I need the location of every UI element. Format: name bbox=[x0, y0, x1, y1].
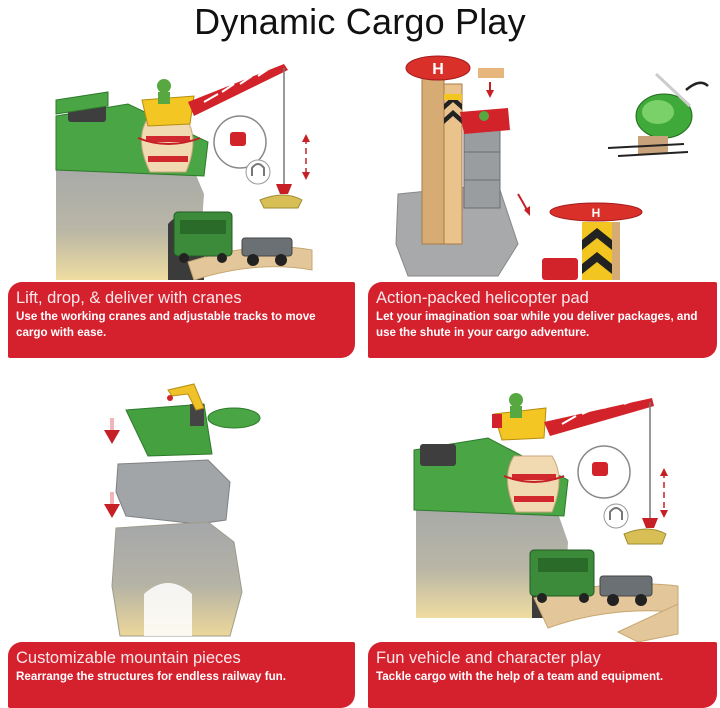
feature-banner-helicopter: Action-packed helicopter pad Let your im… bbox=[368, 282, 717, 358]
crane-mountain-image bbox=[55, 64, 313, 280]
feature-heading: Lift, drop, & deliver with cranes bbox=[16, 289, 242, 307]
svg-text:H: H bbox=[432, 61, 444, 78]
feature-banner-vehicles: Fun vehicle and character play Tackle ca… bbox=[368, 642, 717, 708]
svg-text:H: H bbox=[592, 206, 601, 220]
feature-heading: Customizable mountain pieces bbox=[16, 649, 241, 667]
panel-cranes: Lift, drop, & deliver with cranes Use th… bbox=[8, 44, 358, 360]
panel-mountain: Customizable mountain pieces Rearrange t… bbox=[8, 372, 358, 708]
feature-description: Let your imagination soar while you deli… bbox=[376, 310, 698, 339]
feature-banner-mountain: Customizable mountain pieces Rearrange t… bbox=[8, 642, 355, 708]
helicopter-pad-image: H H bbox=[395, 55, 709, 280]
vehicle-character-image bbox=[413, 393, 679, 642]
panel-vehicles: Fun vehicle and character play Tackle ca… bbox=[368, 372, 718, 708]
panel-helicopter: H H Action-packed helicopter pad Let you… bbox=[368, 44, 718, 360]
feature-banner-cranes: Lift, drop, & deliver with cranes Use th… bbox=[8, 282, 355, 358]
feature-description: Use the working cranes and adjustable tr… bbox=[16, 310, 316, 339]
feature-heading: Action-packed helicopter pad bbox=[376, 289, 589, 307]
mountain-pieces-image bbox=[104, 383, 261, 637]
feature-description: Rearrange the structures for endless rai… bbox=[16, 670, 286, 683]
feature-heading: Fun vehicle and character play bbox=[376, 649, 601, 667]
page-title: Dynamic Cargo Play bbox=[194, 1, 526, 42]
feature-description: Tackle cargo with the help of a team and… bbox=[376, 670, 664, 683]
